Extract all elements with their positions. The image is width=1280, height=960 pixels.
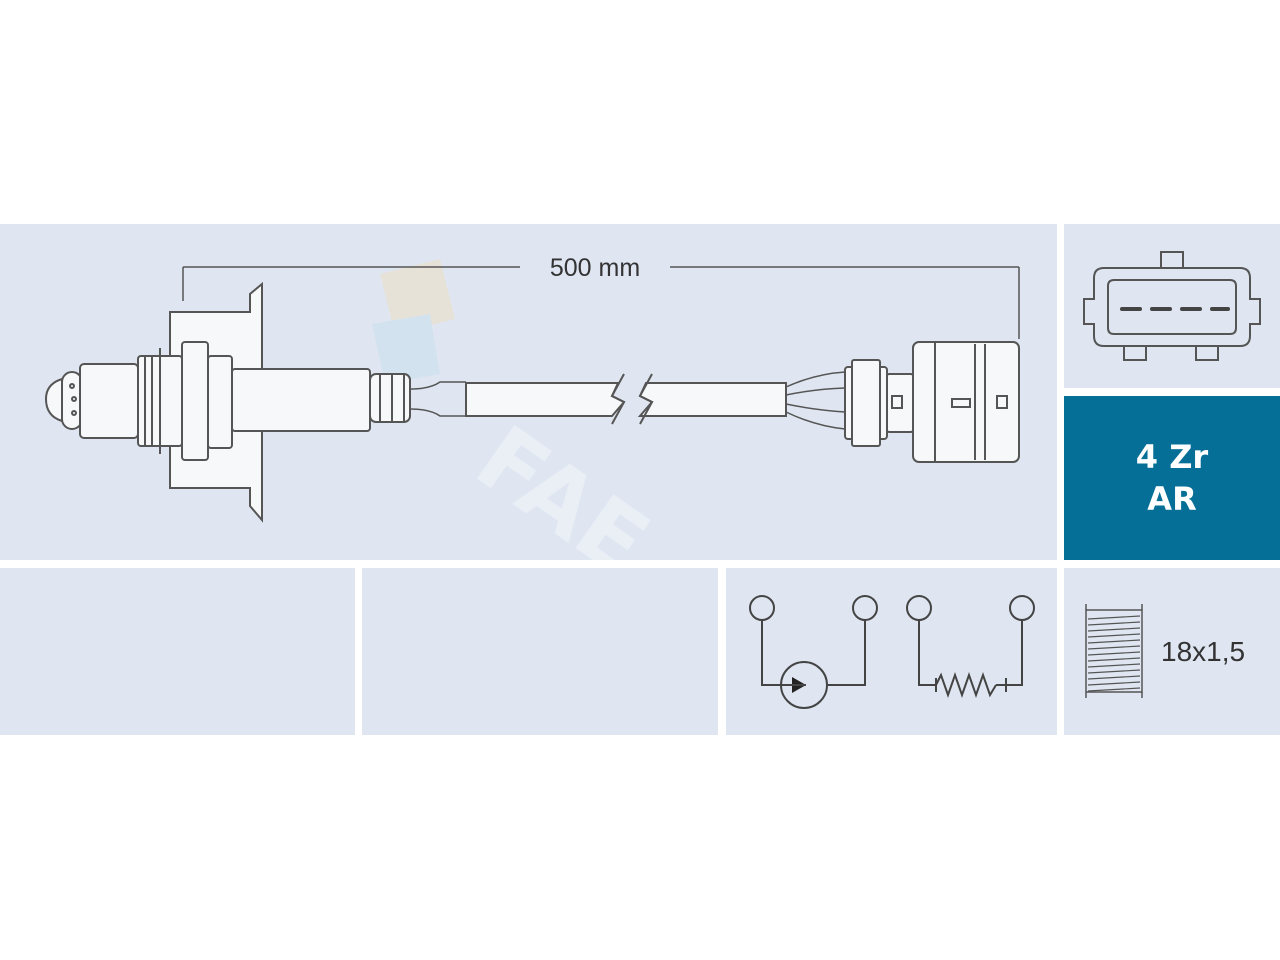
sensor-technology-badge: 4 Zr AR: [1064, 396, 1280, 560]
thread-icon: [1085, 604, 1143, 698]
cable-length-label: 500 mm: [520, 254, 670, 283]
oxygen-sensor-drawing: FAE: [44, 259, 1020, 597]
cable: [465, 382, 787, 417]
technology-line-2: AR: [1147, 480, 1197, 518]
brand-watermark: FAE: [372, 259, 667, 597]
sensor-tip: [44, 377, 63, 423]
dimension-line: [182, 266, 1020, 339]
product-drawing-panel: FAE: [0, 224, 1057, 597]
wiring-diagram-panel: [726, 568, 1057, 735]
connector-panel: [1064, 224, 1280, 388]
thread-size-label: 18x1,5: [1161, 636, 1246, 667]
technology-line-1: 4 Zr: [1135, 438, 1209, 476]
sensor-body: [231, 368, 371, 432]
four-pin-connector-icon: [1083, 251, 1261, 361]
thread-panel: 18x1,5: [1064, 568, 1280, 735]
sensor-heater-circuit-icon: [749, 595, 1035, 709]
empty-info-panel-1: [0, 568, 355, 735]
empty-info-panel-2: [362, 568, 718, 735]
hex-nut: [181, 341, 209, 461]
connector-plug: [844, 341, 1020, 463]
